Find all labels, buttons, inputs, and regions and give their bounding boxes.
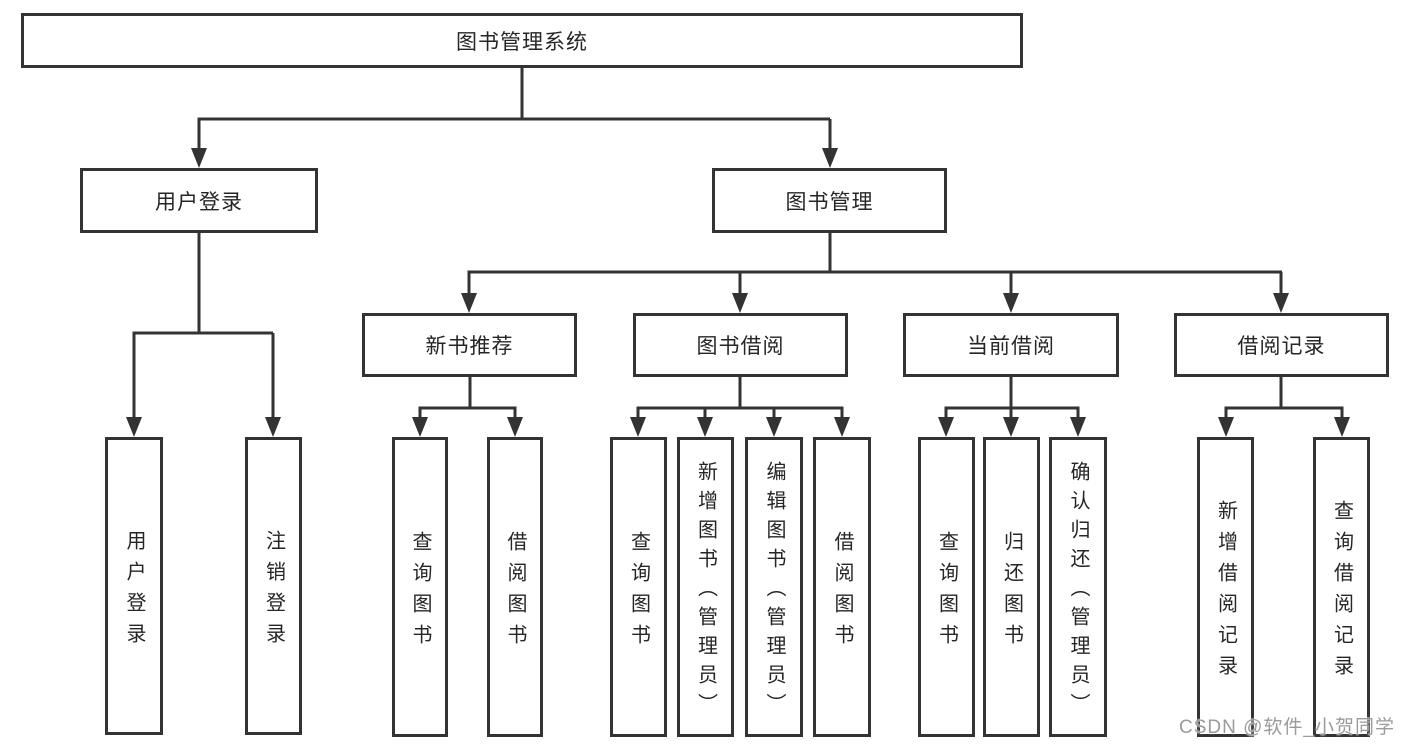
leaf-query-borrow-record-label: 查询借阅记录 [1330, 499, 1353, 686]
leaf-add-borrow-record-label: 新增借阅记录 [1214, 499, 1237, 686]
node-current-borrow-label: 当前借阅 [967, 335, 1055, 358]
leaf-borrow-books-label: 借阅图书 [504, 530, 526, 655]
node-borrow-records: 借阅记录 [1174, 313, 1389, 377]
leaf-logout: 注销登录 [245, 437, 302, 735]
connector-new-book-group [418, 377, 517, 420]
leaf-user-login-label: 用户登录 [123, 529, 145, 654]
leaf-user-login: 用户登录 [105, 437, 163, 735]
node-library-system: 图书管理系统 [21, 13, 1023, 68]
connector-current-group [944, 377, 1080, 420]
leaf-logout-label: 注销登录 [262, 529, 285, 654]
leaf-confirm-return-admin-label: 确认归还（管理员） [1067, 461, 1089, 722]
leaf-query-books-label: 查询图书 [409, 530, 431, 655]
node-book-borrow-label: 图书借阅 [696, 335, 785, 358]
leaf-add-borrow-record: 新增借阅记录 [1197, 437, 1254, 737]
connector-root-to-level2 [197, 68, 832, 150]
node-new-book-recommend-label: 新书推荐 [425, 335, 514, 358]
leaf-return-books: 归还图书 [983, 437, 1040, 737]
leaf-query-books-label: 查询图书 [935, 530, 958, 655]
leaf-confirm-return-admin: 确认归还（管理员） [1049, 437, 1107, 737]
connector-book-branch [467, 233, 1283, 296]
leaf-query-books: 查询图书 [610, 437, 667, 737]
leaf-borrow-books: 借阅图书 [487, 437, 543, 737]
connector-borrow-group [636, 377, 844, 420]
leaf-return-books-label: 归还图书 [1000, 530, 1023, 655]
leaf-add-books-admin-label: 新增图书（管理员） [694, 461, 717, 722]
node-current-borrow: 当前借阅 [903, 313, 1119, 377]
leaf-query-books: 查询图书 [392, 437, 448, 737]
leaf-edit-books-admin-label: 编辑图书（管理员） [763, 461, 785, 722]
connector-record-group [1224, 377, 1344, 420]
node-user-login-branch: 用户登录 [80, 168, 318, 233]
node-new-book-recommend: 新书推荐 [362, 313, 577, 377]
node-book-management: 图书管理 [712, 168, 947, 233]
node-borrow-records-label: 借阅记录 [1237, 335, 1326, 358]
leaf-query-books: 查询图书 [918, 437, 975, 737]
node-book-borrow: 图书借阅 [633, 313, 848, 377]
leaf-query-books-label: 查询图书 [627, 530, 650, 655]
node-library-system-label: 图书管理系统 [456, 30, 588, 54]
leaf-edit-books-admin: 编辑图书（管理员） [745, 437, 803, 737]
leaf-borrow-books: 借阅图书 [813, 437, 871, 737]
node-user-login-branch-label: 用户登录 [155, 190, 243, 214]
leaf-query-borrow-record: 查询借阅记录 [1313, 437, 1370, 737]
node-book-management-label: 图书管理 [785, 190, 874, 214]
leaf-borrow-books-label: 借阅图书 [831, 530, 853, 655]
leaf-add-books-admin: 新增图书（管理员） [677, 437, 734, 737]
csdn-watermark: CSDN @软件_小贺同学 [1179, 717, 1395, 738]
connector-user-branch [132, 233, 275, 420]
